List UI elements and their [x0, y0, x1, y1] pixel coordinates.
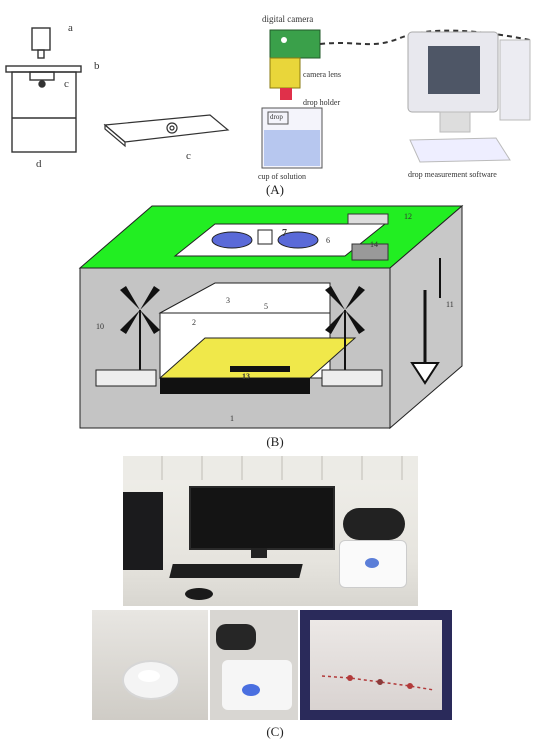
- mouse: [185, 588, 213, 600]
- trace-line: [321, 675, 435, 691]
- trace-point-1: [347, 675, 353, 681]
- drop-dot: [38, 80, 46, 88]
- drop-holder-icon: [267, 111, 289, 125]
- fan-left: [120, 286, 160, 370]
- holder-slot: [29, 71, 55, 81]
- label-camera-lens: camera lens: [303, 70, 341, 79]
- caption-c: (C): [266, 724, 284, 739]
- lens-left: [211, 231, 253, 249]
- panel-a: a b c d c digital camera camera lens dro…: [0, 0, 550, 197]
- label-drop-measurement-software: drop measurement software: [408, 170, 497, 179]
- label-cup-of-solution: cup of solution: [258, 172, 306, 181]
- keyboard-icon: [409, 137, 511, 163]
- heater-base: [160, 378, 310, 394]
- monitor-stand: [439, 111, 471, 133]
- computer-icon: [407, 31, 531, 163]
- dish-sample: [138, 670, 160, 682]
- lab-workstation-photo: [123, 456, 418, 606]
- stage-top: [5, 65, 82, 73]
- num-14: 14: [370, 240, 378, 249]
- label-c: c: [64, 78, 69, 90]
- lens-right: [277, 231, 319, 249]
- panel-c: (C): [0, 452, 550, 745]
- slide-well: [166, 122, 178, 134]
- microscope-closeup-photo: [210, 610, 298, 720]
- num-12: 12: [404, 212, 412, 221]
- software-screen-photo: [300, 610, 452, 720]
- monitor-stand-photo: [251, 548, 267, 558]
- microscope-body: [339, 540, 407, 588]
- panel-b: 3 2 5 6 7 10 11 12 13 14 1 (B): [0, 198, 550, 449]
- microscope-light: [365, 558, 379, 568]
- monitor: [189, 486, 335, 550]
- left-tray: [95, 369, 157, 387]
- cable-line: [319, 29, 531, 46]
- flow-arrow-head: [410, 362, 440, 385]
- fan-right: [325, 286, 365, 370]
- plate-13-bar: [230, 366, 290, 372]
- num-1: 1: [230, 414, 234, 423]
- panel-a-drawing: [5, 27, 531, 169]
- pc-tower: [123, 492, 163, 570]
- num-11: 11: [446, 300, 454, 309]
- objective-lens: [31, 27, 51, 51]
- sensor-board-12: [347, 213, 389, 225]
- solution-fill: [264, 130, 320, 166]
- label-slide-c: c: [186, 150, 191, 162]
- slide-schematic: [103, 114, 230, 148]
- digital-camera-icon: [269, 29, 321, 59]
- slide-edge: [104, 123, 126, 148]
- label-a: a: [68, 22, 73, 34]
- closeup-light: [242, 684, 260, 696]
- keyboard: [169, 564, 303, 578]
- control-board-14: [351, 243, 389, 261]
- label-drop: drop: [270, 113, 283, 121]
- label-d: d: [36, 158, 42, 170]
- screen-view: [310, 620, 442, 710]
- num-2: 2: [192, 318, 196, 327]
- chamber-diagram: [78, 204, 464, 430]
- tower-icon: [499, 39, 531, 121]
- sample-dish-photo: [92, 610, 208, 720]
- closeup-eyepiece: [216, 624, 256, 650]
- right-tray: [321, 369, 383, 387]
- slide-well-inner: [169, 125, 175, 131]
- camera-port: [257, 229, 273, 245]
- microscope-eyepieces: [343, 508, 405, 540]
- lens-tip-icon: [280, 88, 292, 100]
- caption-b: (B): [266, 434, 284, 449]
- label-digital-camera: digital camera: [262, 14, 314, 24]
- cup-schematic: [5, 27, 82, 153]
- trace-point-2: [377, 679, 383, 685]
- camera-lens-icon: [269, 57, 301, 89]
- num-10: 10: [96, 322, 104, 331]
- drop-trace: [321, 675, 435, 691]
- monitor-screen: [428, 46, 480, 94]
- num-7: 7: [282, 228, 287, 239]
- num-3: 3: [226, 296, 230, 305]
- caption-a: (A): [265, 182, 285, 197]
- label-b: b: [94, 60, 100, 72]
- camera-setup: [261, 29, 531, 169]
- trace-point-3: [407, 683, 413, 689]
- tile-wall: [123, 456, 418, 480]
- num-6: 6: [326, 236, 330, 245]
- num-13: 13: [242, 372, 250, 381]
- objective-tip: [37, 49, 45, 59]
- label-drop-holder: drop holder: [303, 98, 341, 107]
- camera-dot: [281, 37, 287, 43]
- num-5a: 5: [264, 302, 268, 311]
